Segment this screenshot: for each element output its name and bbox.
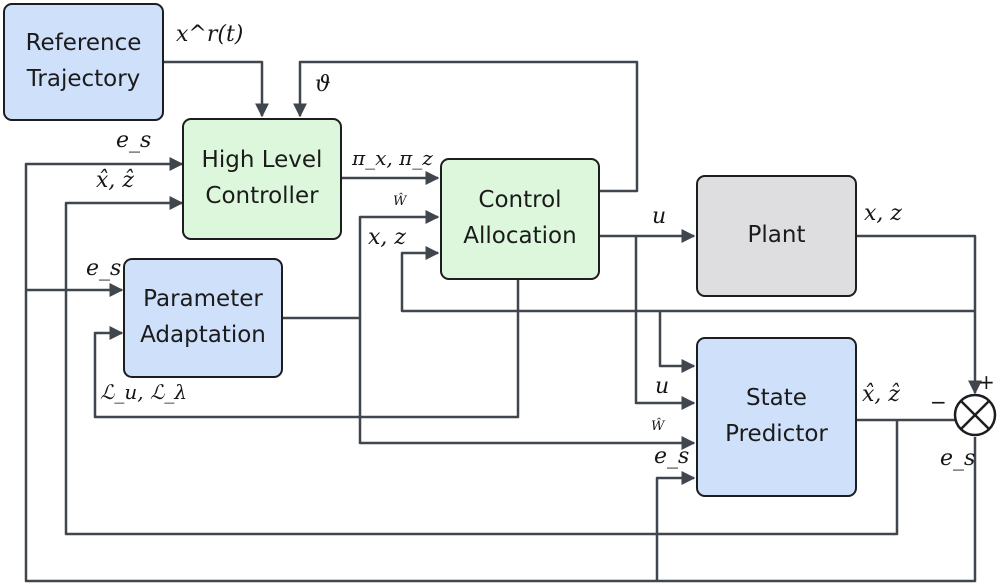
control-allocation-label: Control Allocation — [463, 187, 577, 249]
wire-es-to-sp — [655, 471, 696, 581]
wire-losses-to-pa — [93, 279, 520, 419]
parameter-adaptation-label: Parameter Adaptation — [140, 286, 266, 348]
plus-sign: + — [978, 370, 995, 394]
xz-hat-sp-signal-label: x̂, ẑ — [862, 382, 900, 407]
wire-xz-to-sp — [658, 311, 696, 373]
losses-signal-label: ℒ_u, ℒ_λ — [100, 380, 188, 404]
reference-trajectory-label: Reference Trajectory — [25, 30, 142, 92]
wire-xz-hat-feedback — [64, 196, 899, 536]
theta-signal-label: ϑ — [315, 72, 331, 97]
wire-u-to-sp — [634, 236, 696, 410]
xz-plant-signal-label: x, z — [864, 201, 902, 226]
w-hat-ca-signal-label: Ŵ — [393, 194, 407, 209]
es-output-signal-label: e_s — [940, 446, 976, 471]
reference-trajectory-block[interactable]: Reference Trajectory — [3, 3, 164, 121]
plant-block[interactable]: Plant — [696, 175, 857, 297]
es-sp-signal-label: e_s — [654, 444, 690, 469]
wire-w-hat-to-sp — [358, 318, 696, 450]
wire-xz-feedback — [400, 246, 975, 313]
xz-hat-hlc-signal-label: x̂, ẑ — [96, 168, 134, 193]
wire-plant-to-sum — [857, 234, 982, 395]
reference-signal-label: x^r(t) — [176, 22, 244, 47]
wire-es-feedback — [24, 157, 977, 583]
u-plant-signal-label: u — [652, 204, 667, 229]
summing-junction — [953, 393, 997, 437]
minus-sign: − — [930, 390, 947, 414]
pi-signal-label: π_x, π_z — [352, 146, 433, 170]
plant-label: Plant — [747, 222, 806, 249]
wire-theta-feedback — [293, 60, 639, 193]
es-hlc-signal-label: e_s — [116, 128, 152, 153]
state-predictor-block[interactable]: State Predictor — [696, 337, 857, 497]
w-hat-sp-signal-label: Ŵ — [651, 419, 665, 434]
es-pa-signal-label: e_s — [86, 256, 122, 281]
control-allocation-block[interactable]: Control Allocation — [440, 158, 600, 280]
parameter-adaptation-block[interactable]: Parameter Adaptation — [123, 258, 283, 378]
state-predictor-label: State Predictor — [725, 385, 828, 447]
wire-reference-to-hlc — [164, 60, 269, 118]
u-sp-signal-label: u — [655, 374, 670, 399]
xz-ca-signal-label: x, z — [368, 225, 406, 250]
wire-w-hat-to-ca — [283, 210, 440, 320]
high-level-controller-label: High Level Controller — [201, 147, 323, 209]
high-level-controller-block[interactable]: High Level Controller — [182, 118, 342, 240]
